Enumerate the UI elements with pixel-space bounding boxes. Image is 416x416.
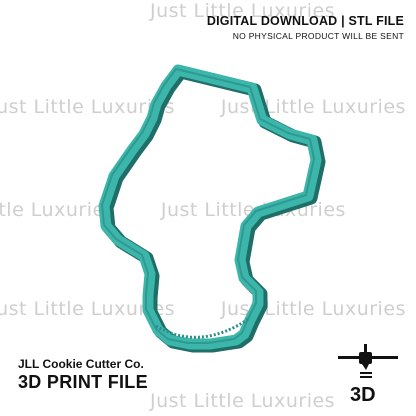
- watermark-text: Just Little Luxuries Just Little Luxurie…: [0, 298, 406, 320]
- 3d-label: 3D: [350, 384, 376, 404]
- cutter-inner-edge: [101, 68, 315, 344]
- watermark-text: Just Little Luxuries: [150, 0, 336, 22]
- cutter-outline: [98, 64, 322, 350]
- company-name: JLL Cookie Cutter Co.: [18, 357, 144, 371]
- cutter-shadow: [100, 65, 326, 353]
- download-subtitle: NO PHYSICAL PRODUCT WILL BE SENT: [232, 31, 404, 41]
- file-type-label: 3D PRINT FILE: [18, 372, 148, 392]
- 3d-printer-icon: 3D: [338, 344, 398, 404]
- download-title: DIGITAL DOWNLOAD | STL FILE: [206, 14, 404, 28]
- watermark-text: Just Little Luxuries: [150, 390, 336, 412]
